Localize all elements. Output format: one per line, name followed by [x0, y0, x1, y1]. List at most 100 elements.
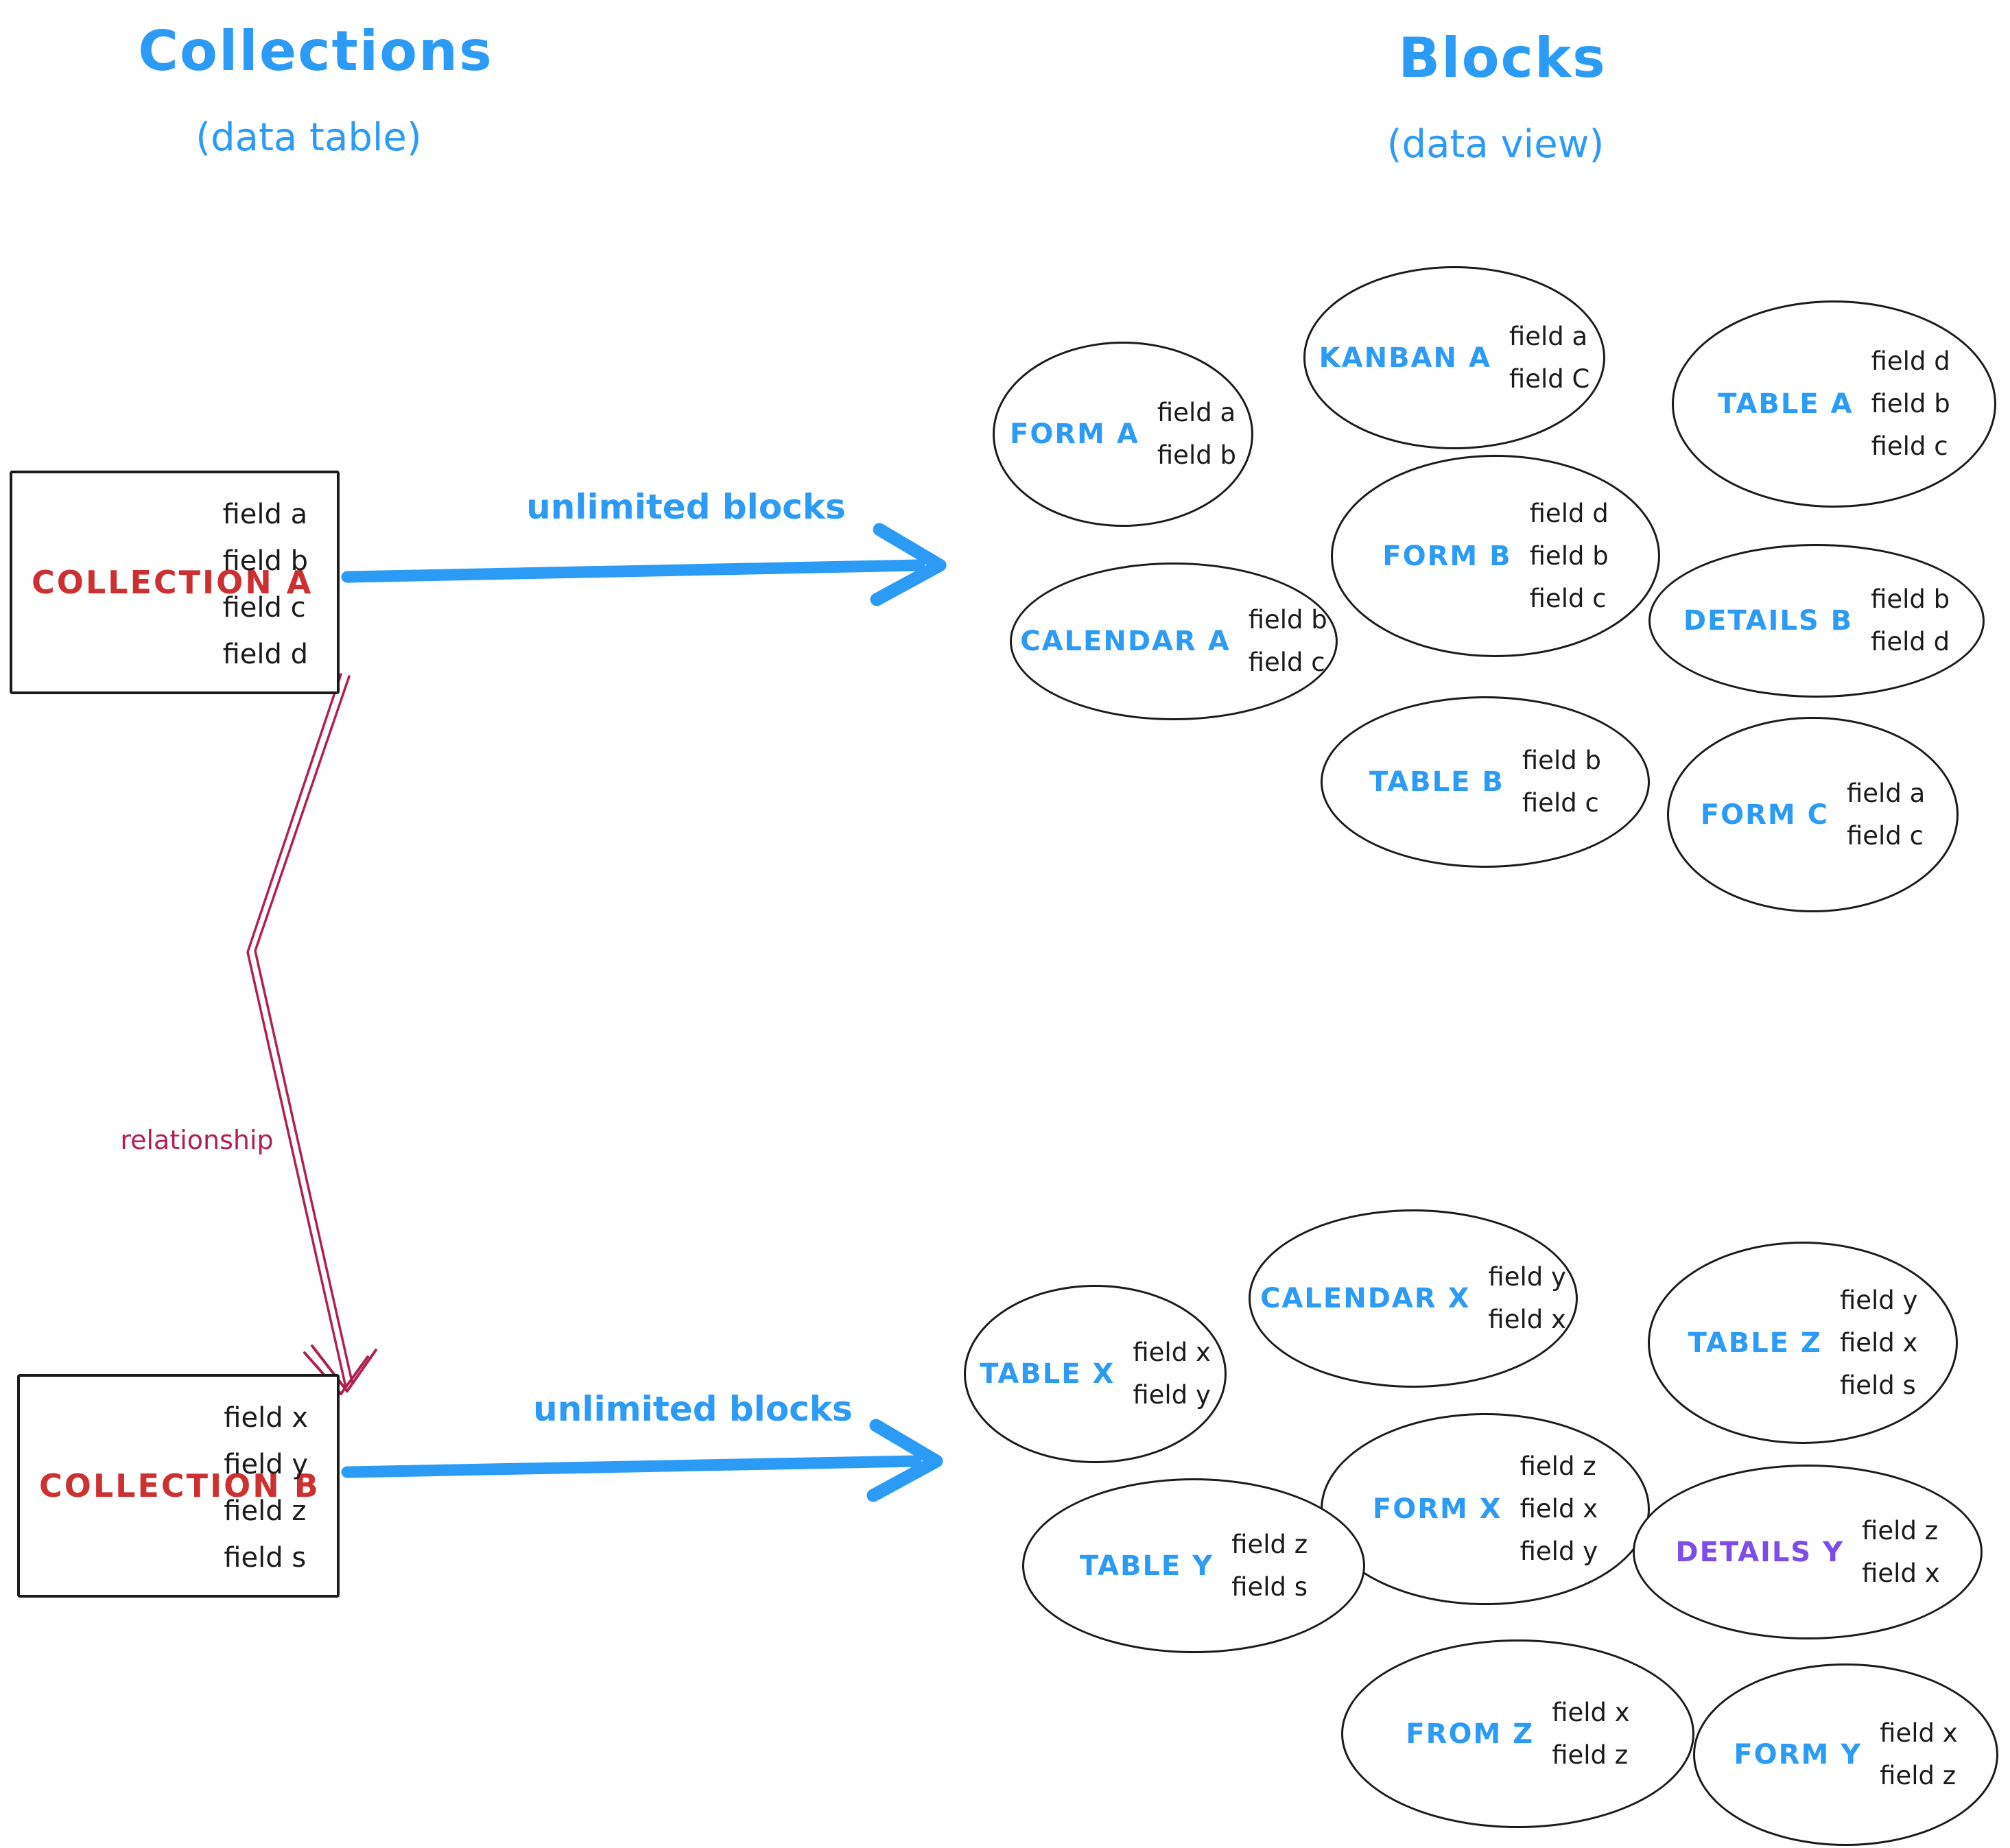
block-field: field c [1871, 431, 1948, 461]
block-fields: field a field b [1157, 392, 1236, 477]
block-form-x[interactable]: FORM X field z field x field y [1321, 1413, 1650, 1605]
block-label: TABLE Z [1688, 1327, 1822, 1359]
block-label: CALENDAR X [1260, 1283, 1471, 1314]
block-field: field c [1248, 648, 1325, 677]
block-field: field b [1157, 440, 1236, 470]
block-label: TABLE A [1718, 388, 1854, 420]
block-fields: field y field x field s [1840, 1279, 1918, 1407]
block-label: FORM Y [1734, 1739, 1863, 1770]
block-label: TABLE Y [1079, 1550, 1214, 1582]
block-field: field x [1133, 1338, 1211, 1367]
block-field: field b [1871, 584, 1950, 614]
block-label: KANBAN A [1319, 342, 1491, 374]
block-calendar-x[interactable]: CALENDAR X field y field x [1249, 1209, 1578, 1388]
block-field: field s [1231, 1572, 1308, 1602]
block-kanban-a[interactable]: KANBAN A field a field C [1303, 266, 1605, 449]
collection-a-field: field b [222, 545, 308, 577]
unlimited-blocks-label-a: unlimited blocks [526, 487, 846, 527]
block-fields: field x field z [1552, 1692, 1630, 1777]
block-field: field z [1552, 1740, 1629, 1770]
block-field: field d [1529, 498, 1609, 528]
block-form-c[interactable]: FORM C field a field c [1667, 717, 1959, 912]
block-field: field b [1871, 389, 1950, 418]
block-field: field x [1862, 1558, 1940, 1588]
block-field: field d [1871, 627, 1950, 656]
block-calendar-a[interactable]: CALENDAR A field b field c [1010, 562, 1338, 720]
block-field: field y [1839, 1285, 1918, 1315]
collection-b-field: field z [224, 1495, 307, 1527]
collection-a-field: field c [222, 592, 306, 624]
block-form-b[interactable]: FORM B field d field b field c [1331, 455, 1660, 657]
block-form-y[interactable]: FORM Y field x field z [1693, 1663, 1998, 1846]
block-label: DETAILS B [1683, 605, 1854, 637]
block-label: TABLE X [980, 1358, 1115, 1390]
collection-a-box[interactable]: COLLECTION A field a field b field c fie… [10, 471, 340, 694]
block-table-y[interactable]: TABLE Y field z field s [1022, 1478, 1365, 1653]
block-label: CALENDAR A [1020, 626, 1231, 657]
collection-b-name: COLLECTION B [39, 1467, 320, 1504]
block-label: FROM Z [1406, 1718, 1535, 1750]
collection-a-field: field d [222, 639, 308, 670]
collection-a-name: COLLECTION A [32, 564, 314, 601]
block-field: field y [1520, 1537, 1598, 1566]
block-field: field z [1862, 1515, 1939, 1545]
block-field: field a [1509, 321, 1588, 351]
collection-b-field: field y [224, 1449, 308, 1480]
block-fields: field b field c [1249, 599, 1327, 684]
block-field: field b [1522, 746, 1601, 775]
relationship-label: relationship [120, 1125, 274, 1155]
block-fields: field z field s [1231, 1524, 1308, 1609]
block-field: field s [1839, 1370, 1916, 1400]
block-field: field x [1552, 1697, 1630, 1727]
collection-b-box[interactable]: COLLECTION B field x field y field z fie… [17, 1374, 340, 1598]
block-table-z[interactable]: TABLE Z field y field x field s [1648, 1242, 1958, 1444]
block-table-a[interactable]: TABLE A field d field b field c [1672, 300, 1996, 508]
block-field: field d [1871, 346, 1950, 376]
block-fields: field z field x [1862, 1510, 1940, 1595]
block-fields: field a field c [1847, 772, 1925, 857]
relationship-arrow [246, 673, 377, 1395]
block-field: field a [1157, 398, 1236, 427]
collection-b-field: field x [224, 1402, 308, 1434]
block-field: field y [1133, 1380, 1211, 1410]
collection-a-field: field a [222, 499, 308, 530]
block-fields: field a field C [1509, 316, 1589, 401]
block-table-x[interactable]: TABLE X field x field y [964, 1285, 1227, 1463]
collection-a-fields: field a field b field c field d [223, 491, 308, 678]
block-fields: field y field x [1488, 1256, 1566, 1341]
block-table-b[interactable]: TABLE B field b field c [1321, 696, 1650, 868]
block-label: DETAILS Y [1675, 1536, 1845, 1568]
block-label: FORM C [1700, 798, 1829, 831]
block-fields: field d field b field c [1871, 340, 1950, 468]
block-field: field C [1509, 364, 1590, 394]
block-fields: field b field d [1871, 578, 1950, 663]
blocks-title: Blocks [1398, 26, 1607, 90]
unlimited-blocks-arrow-a [341, 523, 947, 606]
collections-title: Collections [138, 19, 493, 83]
block-field: field b [1529, 541, 1609, 571]
block-field: field z [1231, 1529, 1308, 1559]
block-details-b[interactable]: DETAILS B field b field d [1648, 544, 1985, 698]
unlimited-blocks-label-b: unlimited blocks [533, 1389, 853, 1429]
block-field: field x [1520, 1494, 1598, 1524]
block-fields: field d field b field c [1530, 493, 1609, 620]
block-label: FORM B [1382, 540, 1512, 572]
unlimited-blocks-arrow-b [341, 1419, 943, 1502]
block-field: field z [1520, 1452, 1596, 1481]
block-field: field c [1846, 820, 1924, 851]
block-form-a[interactable]: FORM A field a field b [993, 342, 1253, 527]
block-details-y[interactable]: DETAILS Y field z field x [1633, 1465, 1983, 1639]
block-fields: field b field c [1522, 739, 1601, 825]
block-field: field x [1880, 1718, 1958, 1748]
collections-subtitle: (data table) [196, 115, 422, 160]
block-field: field b [1248, 605, 1327, 635]
block-from-z[interactable]: FROM Z field x field z [1341, 1639, 1694, 1828]
collection-b-fields: field x field y field z field s [224, 1395, 308, 1581]
block-field: field c [1529, 583, 1607, 613]
block-label: TABLE B [1369, 766, 1504, 798]
block-field: field c [1522, 788, 1599, 818]
block-field: field x [1488, 1305, 1566, 1334]
block-label: FORM A [1010, 418, 1139, 450]
block-field: field a [1846, 778, 1926, 808]
